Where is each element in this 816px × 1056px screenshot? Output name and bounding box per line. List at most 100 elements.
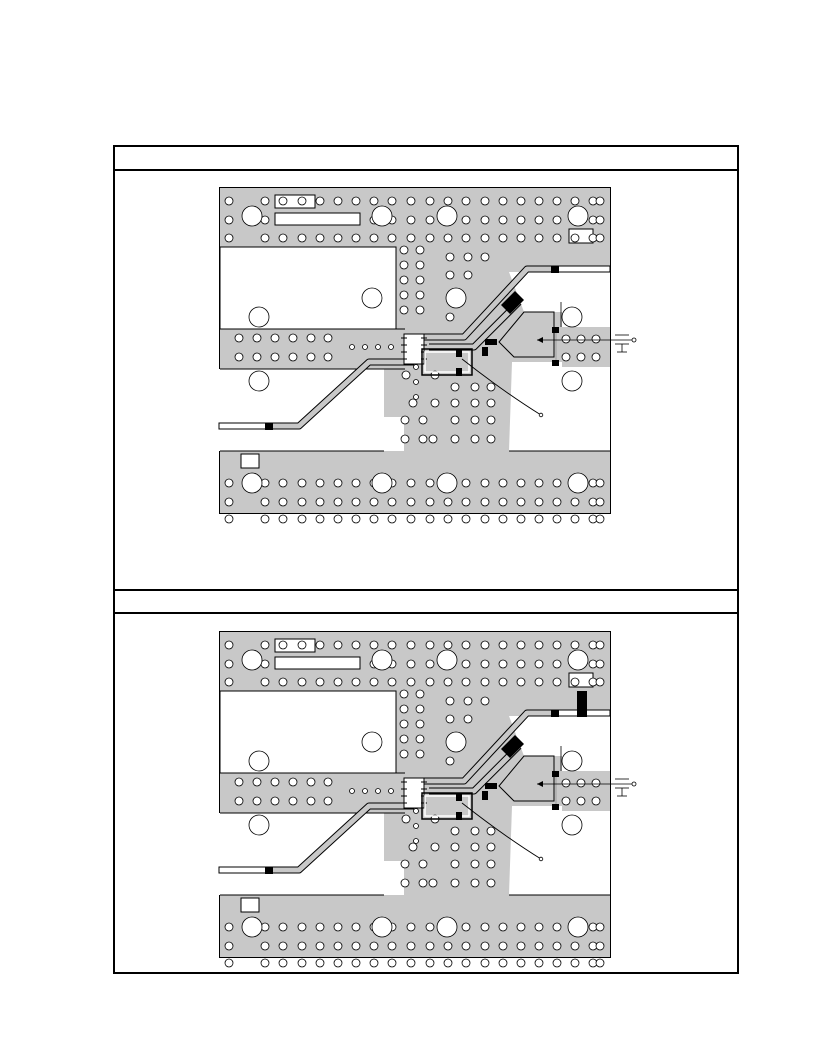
via-hole — [591, 778, 601, 788]
bias-box-inner — [424, 795, 470, 817]
via-hole — [413, 823, 419, 829]
via-hole — [369, 514, 379, 524]
via-hole — [552, 958, 562, 968]
component — [551, 710, 559, 717]
via-hole — [552, 478, 562, 488]
via-hole — [445, 287, 467, 309]
via-hole — [480, 215, 490, 225]
via-hole — [516, 196, 526, 206]
label-box — [240, 453, 260, 469]
via-hole — [534, 958, 544, 968]
via-hole — [450, 434, 460, 444]
via-hole — [445, 714, 455, 724]
via-hole — [425, 941, 435, 951]
via-hole — [486, 434, 496, 444]
via-hole — [443, 677, 453, 687]
via-hole — [570, 514, 580, 524]
via-hole — [534, 196, 544, 206]
label-box — [240, 897, 260, 913]
via-hole — [461, 196, 471, 206]
cutout-right-lower — [509, 362, 610, 451]
via-hole — [315, 233, 325, 243]
via-hole — [248, 814, 270, 836]
via-hole — [406, 478, 416, 488]
via-hole — [333, 233, 343, 243]
via-hole — [224, 677, 234, 687]
via-hole — [387, 640, 397, 650]
via-hole — [516, 215, 526, 225]
via-hole — [333, 677, 343, 687]
via-hole — [387, 677, 397, 687]
via-hole — [498, 677, 508, 687]
via-hole — [260, 640, 270, 650]
via-hole — [561, 778, 571, 788]
via-hole — [297, 478, 307, 488]
via-hole — [461, 215, 471, 225]
via-hole — [470, 842, 480, 852]
via-hole — [234, 352, 244, 362]
via-hole — [278, 922, 288, 932]
via-hole — [387, 196, 397, 206]
via-hole — [241, 205, 263, 227]
via-hole — [463, 696, 473, 706]
via-hole — [234, 777, 244, 787]
via-hole — [406, 922, 416, 932]
component — [551, 266, 559, 273]
via-hole — [351, 677, 361, 687]
via-hole — [461, 233, 471, 243]
via-hole — [387, 941, 397, 951]
via-hole — [461, 659, 471, 669]
via-hole — [323, 333, 333, 343]
via-hole — [408, 842, 418, 852]
via-hole — [480, 514, 490, 524]
component — [265, 423, 273, 430]
via-hole — [445, 270, 455, 280]
via-hole — [445, 731, 467, 753]
via-hole — [315, 677, 325, 687]
via-hole — [443, 941, 453, 951]
component — [552, 360, 559, 366]
component-diagonal — [501, 735, 524, 758]
via-hole — [333, 941, 343, 951]
via-hole — [480, 696, 490, 706]
via-hole — [369, 233, 379, 243]
via-hole — [400, 878, 410, 888]
via-hole — [418, 415, 428, 425]
via-hole — [570, 233, 580, 243]
via-hole — [315, 958, 325, 968]
via-hole — [387, 958, 397, 968]
via-hole — [534, 640, 544, 650]
via-hole — [362, 788, 368, 794]
via-hole — [351, 478, 361, 488]
via-hole — [415, 275, 425, 285]
figure-frame — [113, 145, 739, 974]
via-hole — [561, 306, 583, 328]
via-hole — [224, 922, 234, 932]
via-hole — [534, 922, 544, 932]
via-hole — [570, 196, 580, 206]
via-hole — [278, 941, 288, 951]
component — [552, 771, 559, 777]
via-hole — [534, 215, 544, 225]
via-hole — [436, 472, 458, 494]
via-hole — [418, 434, 428, 444]
via-hole — [306, 796, 316, 806]
via-hole — [486, 842, 496, 852]
via-hole — [399, 305, 409, 315]
via-hole — [401, 370, 411, 380]
via-hole — [315, 941, 325, 951]
via-hole — [278, 497, 288, 507]
via-hole — [591, 334, 601, 344]
via-hole — [425, 196, 435, 206]
via-hole — [278, 958, 288, 968]
via-hole — [570, 640, 580, 650]
via-hole — [361, 287, 383, 309]
via-hole — [516, 922, 526, 932]
via-hole — [252, 333, 262, 343]
via-hole — [552, 233, 562, 243]
via-hole — [436, 649, 458, 671]
via-hole — [241, 916, 263, 938]
via-hole — [224, 958, 234, 968]
via-hole — [260, 941, 270, 951]
trace — [429, 300, 521, 350]
